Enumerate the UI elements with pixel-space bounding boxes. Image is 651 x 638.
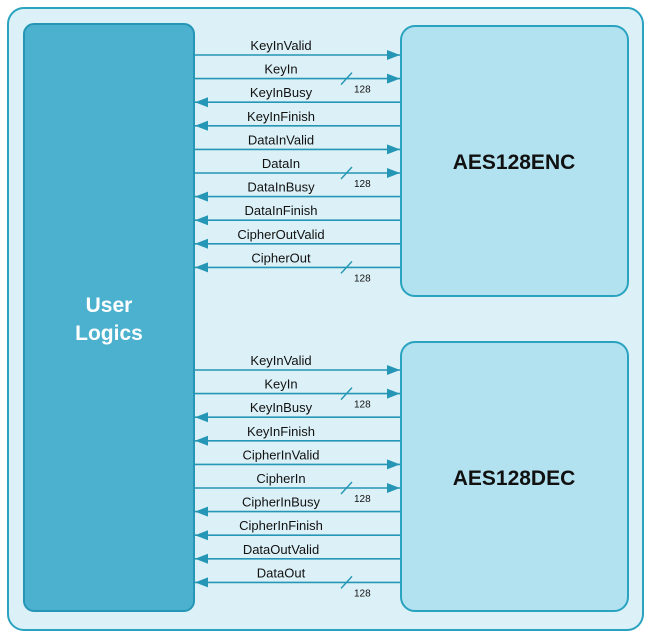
enc-bus-width-datain: 128 xyxy=(354,179,371,190)
dec-signal-label-cipherinfinish: CipherInFinish xyxy=(239,518,323,533)
dec-signal-arrow-cipherinvalid xyxy=(387,459,400,470)
enc-signal-arrow-cipheroutvalid xyxy=(195,238,208,249)
enc-signal-label-keyinfinish: KeyInFinish xyxy=(247,109,315,124)
user-logics-label-line2: Logics xyxy=(75,322,143,345)
enc-signal-label-keyin: KeyIn xyxy=(264,62,297,77)
enc-signal-label-datainfinish: DataInFinish xyxy=(245,203,318,218)
enc-signal-label-keyinvalid: KeyInValid xyxy=(250,38,311,53)
enc-bus-width-cipherout: 128 xyxy=(354,273,371,284)
enc-signal-label-cipherout: CipherOut xyxy=(251,250,311,265)
dec-signal-arrow-keyin xyxy=(387,388,400,399)
enc-signal-label-cipheroutvalid: CipherOutValid xyxy=(237,227,324,242)
enc-signal-arrow-keyinvalid xyxy=(387,50,400,60)
dec-bus-slash-cipherin xyxy=(340,481,353,495)
dec-signal-arrow-keyinvalid xyxy=(387,365,400,375)
enc-signal-arrow-datain xyxy=(387,168,400,178)
dec-signal-label-cipherin: CipherIn xyxy=(256,471,305,486)
aes128dec-block xyxy=(400,341,629,612)
dec-bus-width-dataout: 128 xyxy=(354,588,371,599)
user-logics-block xyxy=(23,23,195,612)
dec-signal-arrow-dataout xyxy=(195,577,208,588)
enc-signal-arrow-datainfinish xyxy=(195,215,208,226)
dec-signal-label-keyinbusy: KeyInBusy xyxy=(250,400,313,415)
dec-signal-label-cipherinbusy: CipherInBusy xyxy=(242,495,321,510)
enc-signal-arrow-keyin xyxy=(387,73,400,84)
dec-signal-label-dataoutvalid: DataOutValid xyxy=(243,542,319,557)
enc-signal-arrow-keyinfinish xyxy=(195,120,208,131)
enc-signal-label-datainvalid: DataInValid xyxy=(248,132,314,147)
dec-signal-label-dataout: DataOut xyxy=(257,565,306,580)
dec-signal-arrow-dataoutvalid xyxy=(195,553,208,564)
dec-bus-width-cipherin: 128 xyxy=(354,494,371,505)
dec-signal-arrow-keyinfinish xyxy=(195,435,208,446)
dec-signal-label-keyinvalid: KeyInValid xyxy=(250,353,311,368)
enc-signal-arrow-keyinbusy xyxy=(195,97,208,108)
enc-bus-slash-cipherout xyxy=(340,260,353,274)
dec-bus-width-keyin: 128 xyxy=(354,400,371,411)
enc-signal-label-keyinbusy: KeyInBusy xyxy=(250,85,313,100)
dec-signal-arrow-cipherinfinish xyxy=(195,530,208,541)
dec-bus-slash-dataout xyxy=(340,575,353,589)
dec-signal-arrow-cipherin xyxy=(387,483,400,493)
aes128enc-block xyxy=(400,25,629,297)
enc-bus-slash-keyin xyxy=(340,72,353,86)
aes128enc-label: AES128ENC xyxy=(453,151,576,174)
dec-signal-arrow-keyinbusy xyxy=(195,412,208,423)
enc-bus-width-keyin: 128 xyxy=(354,85,371,96)
enc-bus-slash-datain xyxy=(340,166,353,180)
dec-bus-slash-keyin xyxy=(340,387,353,401)
dec-signal-label-keyinfinish: KeyInFinish xyxy=(247,424,315,439)
enc-signal-label-datainbusy: DataInBusy xyxy=(247,180,315,195)
dec-signal-label-keyin: KeyIn xyxy=(264,377,297,392)
enc-signal-arrow-datainvalid xyxy=(387,144,400,155)
aes128dec-label: AES128DEC xyxy=(453,467,576,490)
user-logics-label-line1: User xyxy=(86,294,133,317)
enc-signal-arrow-datainbusy xyxy=(195,191,208,202)
dec-signal-label-cipherinvalid: CipherInValid xyxy=(242,447,319,462)
enc-signal-label-datain: DataIn xyxy=(262,156,300,171)
dec-signal-arrow-cipherinbusy xyxy=(195,506,208,517)
enc-signal-arrow-cipherout xyxy=(195,262,208,273)
